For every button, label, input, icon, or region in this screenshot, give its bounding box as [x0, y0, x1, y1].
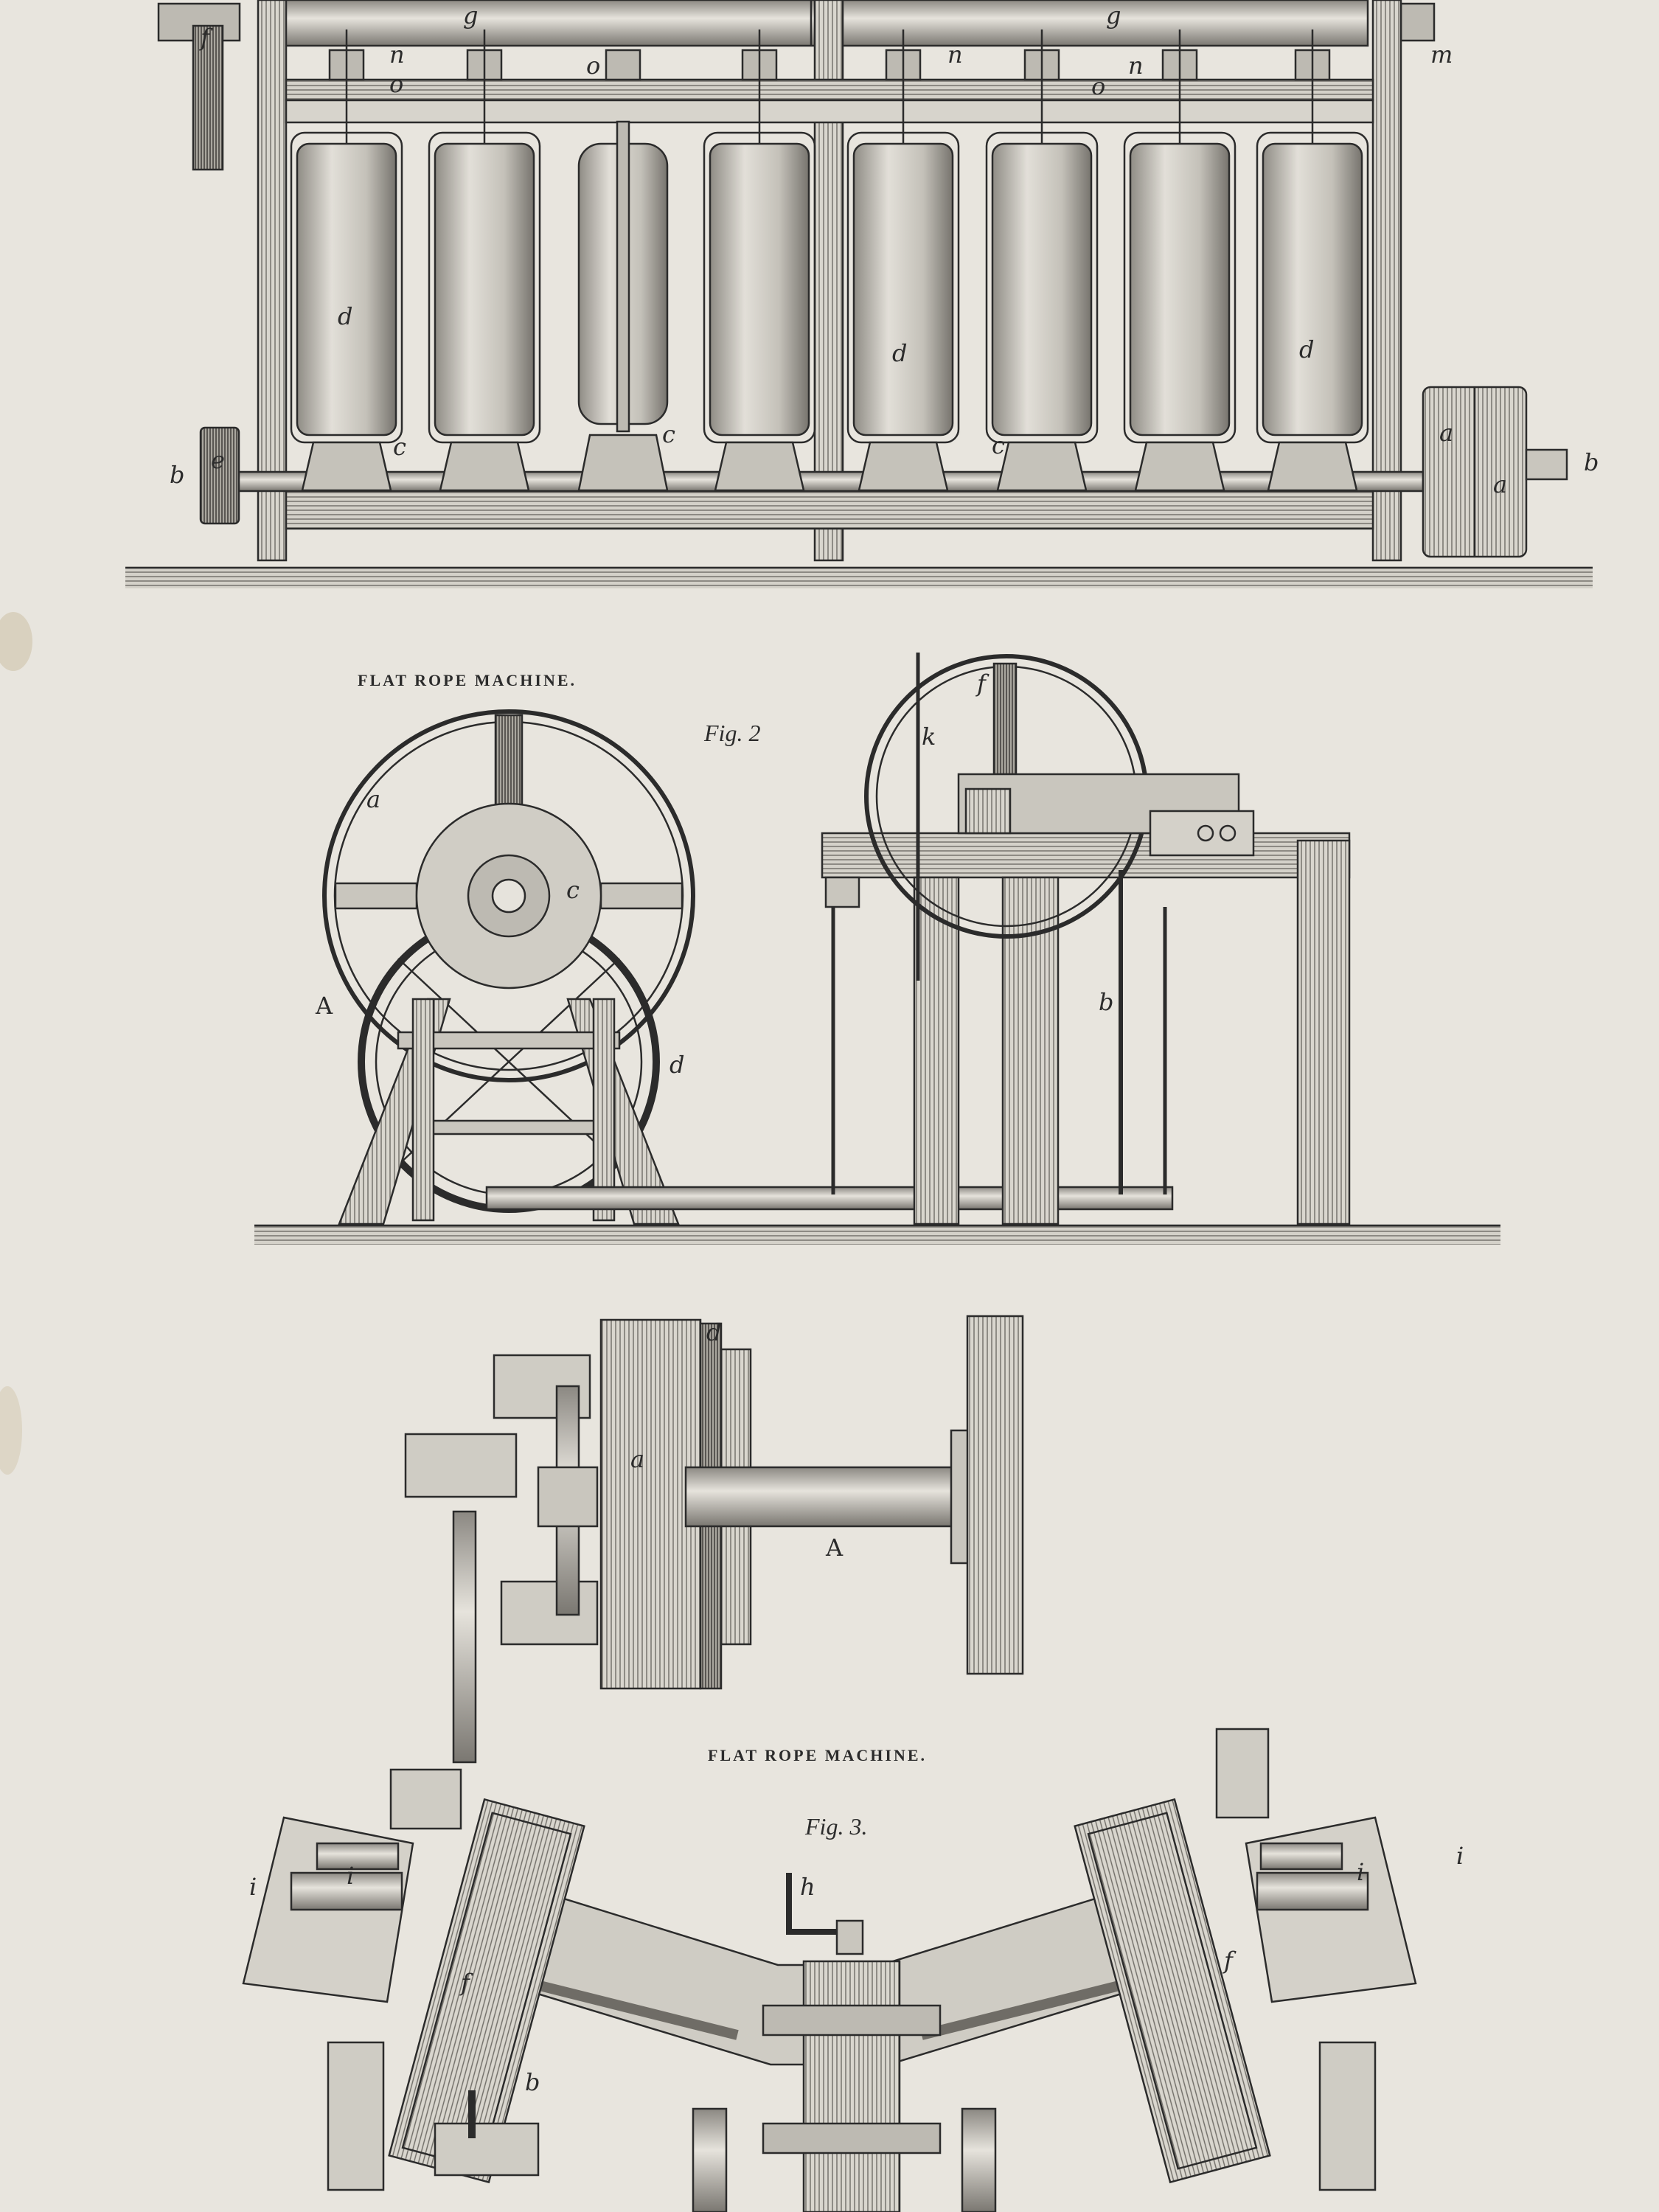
- label-d: d: [892, 339, 907, 367]
- label-a: a: [1439, 419, 1453, 447]
- label-o: o: [1091, 72, 1105, 100]
- bearing-plate: [500, 1580, 599, 1646]
- frame-post-left: [257, 0, 288, 562]
- screw-left: [529, 1978, 739, 2040]
- label-n: n: [389, 41, 405, 69]
- bobbin: [991, 142, 1093, 437]
- table-top: [821, 832, 1351, 879]
- upper-rail-lower: [285, 99, 1374, 124]
- label-d: d: [706, 1318, 721, 1346]
- label-f-right: f: [1222, 1947, 1237, 1975]
- upper-rail: [285, 78, 1374, 102]
- frame-leg: [1296, 839, 1351, 1225]
- bobbin-d: [296, 142, 397, 437]
- label-f: f: [975, 669, 990, 698]
- figure-2-side-view: [254, 653, 1500, 1245]
- label-c: c: [662, 420, 675, 448]
- plan-view: [404, 1315, 1024, 1764]
- bobbin: [434, 142, 535, 437]
- label-i: i: [347, 1862, 354, 1890]
- bobbin-d: [852, 142, 954, 437]
- frame-post-right: [1371, 0, 1402, 562]
- figure-3-caption: FLAT ROPE MACHINE.: [708, 1746, 927, 1764]
- label-k: k: [922, 723, 936, 751]
- pulley-f: [192, 24, 224, 171]
- bearing-plate: [404, 1433, 518, 1498]
- label-o: o: [389, 70, 403, 98]
- lower-rail: [285, 489, 1374, 530]
- label-g-left: g: [463, 1, 478, 29]
- crank-h: [786, 1873, 852, 1935]
- frame-leg: [913, 876, 960, 1225]
- label-h: h: [800, 1873, 815, 1901]
- paper-stain: [0, 1386, 22, 1475]
- wheel-f-right: [1074, 1798, 1271, 2184]
- label-m: m: [1430, 41, 1453, 69]
- label-e: e: [211, 446, 225, 474]
- label-d: d: [1299, 335, 1314, 364]
- label-o: o: [586, 52, 600, 80]
- label-a: a: [1493, 470, 1507, 498]
- figure-1-elevation: [125, 0, 1593, 588]
- label-A: A: [825, 1534, 844, 1562]
- figure-2-caption: FLAT ROPE MACHINE.: [358, 671, 577, 689]
- wheel-a: [322, 709, 695, 1082]
- label-a: a: [366, 785, 380, 813]
- label-b: b: [1099, 988, 1113, 1016]
- shaft-end-right: [1525, 448, 1568, 481]
- label-i: i: [1357, 1858, 1364, 1886]
- label-g-right: g: [1106, 1, 1121, 29]
- ground-base: [125, 566, 1593, 588]
- label-a: a: [630, 1445, 644, 1473]
- bobbin-d: [1262, 142, 1363, 437]
- figure-2-title: Fig. 2: [703, 720, 760, 746]
- figure-3-title: Fig. 3.: [804, 1813, 867, 1840]
- centre-column: [802, 1960, 901, 2212]
- label-c: c: [566, 876, 580, 904]
- paper-stain: [0, 612, 32, 671]
- wheel-e: [199, 426, 240, 525]
- label-n: n: [947, 41, 963, 69]
- wheel-a-plan: [599, 1318, 702, 1690]
- roller-end-right: [1399, 2, 1436, 42]
- label-d: d: [338, 302, 352, 330]
- label-c: c: [393, 433, 406, 461]
- label-d: d: [669, 1051, 684, 1079]
- screw-right: [920, 1978, 1130, 2040]
- bobbin: [709, 142, 810, 437]
- label-A: A: [315, 992, 333, 1020]
- bobbin: [1129, 142, 1231, 437]
- drive-shaft: [485, 1186, 1174, 1211]
- bobbin-row: [290, 29, 1369, 492]
- barrel-A: [684, 1466, 967, 1528]
- figure-3-plan: [242, 1728, 1417, 2212]
- label-b: b: [525, 2068, 540, 2096]
- end-plate: [966, 1315, 1024, 1675]
- label-b-right: b: [1584, 448, 1599, 476]
- ground-base: [254, 1225, 1500, 1245]
- label-c: c: [992, 431, 1005, 459]
- label-n: n: [1128, 52, 1144, 80]
- label-i-left: i: [249, 1873, 257, 1901]
- label-i-right: i: [1456, 1842, 1464, 1870]
- label-b-left: b: [170, 461, 184, 489]
